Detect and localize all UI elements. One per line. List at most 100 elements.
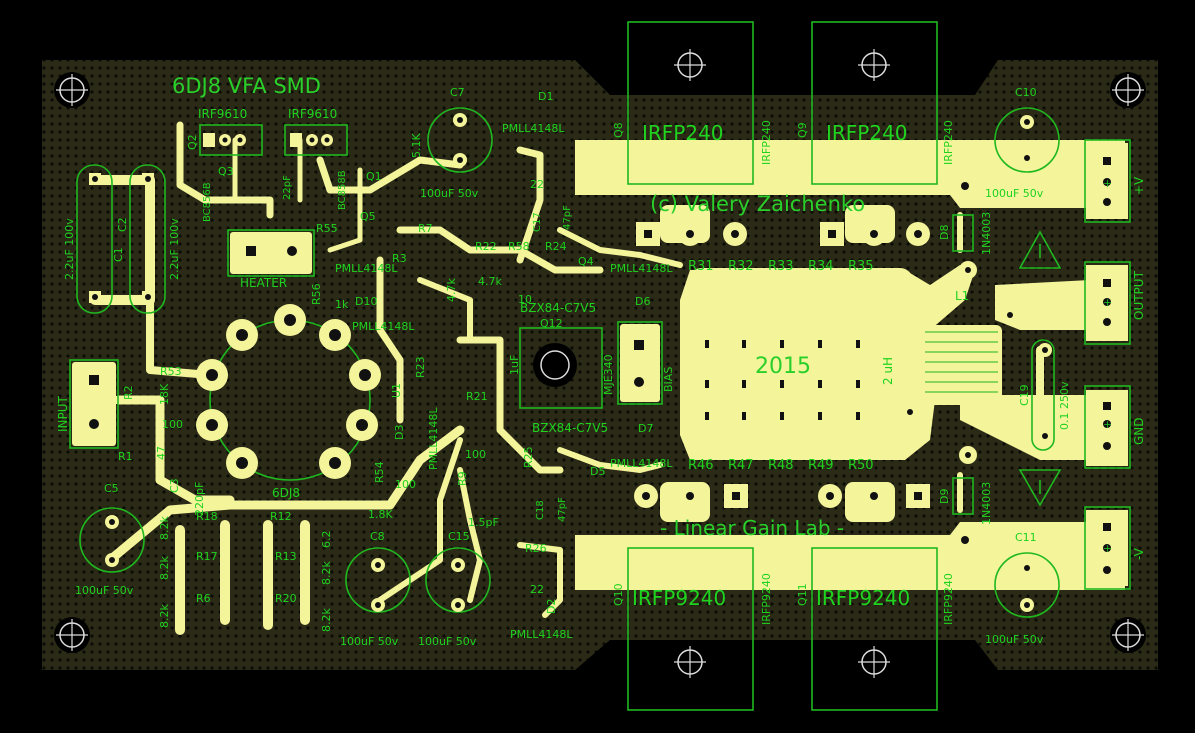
r20-ref: R20: [275, 592, 297, 605]
pmll-d1: PMLL4148L: [502, 122, 565, 135]
q8-side: IRFP240: [760, 120, 773, 165]
c7-value: 100uF 50v: [420, 187, 479, 200]
pmll-d2: PMLL4148L: [510, 628, 573, 641]
q11-type: IRFP9240: [816, 586, 910, 610]
res-r33: R33: [768, 259, 794, 274]
pmll-d6: PMLL4148L: [610, 262, 673, 275]
c7-ref: C7: [450, 86, 465, 99]
q2-type: IRF9610: [198, 107, 247, 121]
brand-text: - Linear Gain Lab -: [660, 516, 844, 540]
q11-ref: Q11: [796, 583, 809, 606]
res-r32: R32: [728, 259, 754, 274]
d3-ref: D3: [393, 425, 406, 440]
bias-label: BIAS: [662, 367, 675, 392]
c11-ref: C11: [1015, 531, 1037, 544]
q5-ref: Q5: [360, 210, 376, 223]
r24-ref: R24: [545, 240, 567, 253]
trace-layer: [90, 121, 1044, 635]
d10-ref: D10: [355, 295, 377, 308]
pmll-d7: PMLL4148L: [610, 457, 673, 470]
top-resistor-bank: R31 R32 R33 R34 R35: [688, 259, 874, 274]
svg-text:+: +: [1103, 177, 1112, 190]
c1-ref: C1: [112, 247, 125, 262]
q12-ref: Q12: [540, 317, 563, 330]
silk-outlines: [69, 21, 1131, 711]
copper-layer: [72, 140, 1128, 590]
svg-text:+: +: [1103, 542, 1112, 555]
r-18k-val: 1.8K: [368, 508, 393, 521]
q1-ref: Q1: [366, 170, 382, 183]
zener-bottom: BZX84-C7V5: [532, 421, 608, 435]
r18-ref: R18: [196, 510, 218, 523]
c15-value: 100uF 50v: [418, 635, 477, 648]
l1-value: 2 uH: [881, 357, 895, 385]
r53-value: 100: [162, 418, 183, 431]
r-22-a: 22: [530, 178, 544, 191]
r-82k-d: 8.2k: [320, 608, 333, 632]
r54-value: 100: [395, 478, 416, 491]
copyright-text: (c) Valery Zaichenko: [650, 192, 865, 216]
c16-value: 1uF: [508, 355, 521, 375]
res-r31: R31: [688, 259, 714, 274]
bc856b-a: BC856B: [202, 182, 213, 222]
c18-value: 47pF: [557, 497, 568, 522]
q9-side: IRFP240: [942, 120, 955, 165]
q11-side: IRFP9240: [942, 573, 955, 625]
q9-type: IRFP240: [826, 121, 908, 145]
r53-ref: R53: [160, 365, 182, 378]
d9-ref: D9: [938, 489, 951, 504]
r-82k-b: 8.2k: [158, 556, 171, 580]
r23-ref: R23: [414, 356, 427, 378]
d7-ref: D7: [638, 422, 653, 435]
pads-and-holes: [54, 47, 1146, 680]
q4-ref: Q4: [578, 255, 594, 268]
r2-ref: R2: [122, 385, 135, 400]
pmll-d3: PMLL4148L: [427, 407, 440, 470]
q10-ref: Q10: [612, 583, 625, 606]
r56-ref: R56: [310, 283, 323, 305]
tube-label: 6DJ8: [272, 486, 300, 500]
r-100-a: 100: [465, 448, 486, 461]
gnd-label: GND: [1132, 417, 1146, 445]
r9-ref: R9: [456, 471, 469, 486]
r54-ref: R54: [373, 461, 386, 483]
zener-top: BZX84-C7V5: [520, 301, 596, 315]
input-label: INPUT: [56, 395, 70, 432]
r-10-val: 10: [518, 293, 532, 306]
pmll-q5: PMLL4148L: [335, 262, 398, 275]
res-r35: R35: [848, 259, 874, 274]
c2-ref: C2: [116, 217, 129, 232]
c6-value: 1.5pF: [468, 516, 499, 529]
q2-ref: Q2: [186, 134, 199, 150]
d9-type: 1N4003: [980, 482, 993, 525]
q6-type: IRF9610: [288, 107, 337, 121]
c5-ref: C5: [104, 482, 119, 495]
svg-text:+: +: [1103, 296, 1112, 309]
d2-ref: D2: [545, 599, 558, 614]
r13-ref: R13: [275, 550, 297, 563]
r7-ref: R7: [418, 222, 433, 235]
vplus-label: +V: [1132, 176, 1146, 195]
c3-value: 220pF: [193, 482, 206, 516]
d8-type: 1N4003: [980, 212, 993, 255]
c19-value: 0.1 250v: [1058, 381, 1071, 430]
bc858b-a: BC858B: [337, 170, 348, 210]
r22-ref: R22: [475, 240, 497, 253]
l1-ref: L1: [955, 289, 969, 303]
c17-ref: C17: [532, 212, 543, 232]
d6-ref: D6: [635, 295, 650, 308]
res-r34: R34: [808, 259, 834, 274]
c10-ref: C10: [1015, 86, 1037, 99]
r-82k-a: 8.2k: [158, 604, 171, 628]
output-label: OUTPUT: [1132, 270, 1146, 320]
r55-ref: R55: [316, 222, 338, 235]
res-r50: R50: [848, 458, 874, 473]
c1-value: 2.2uF 100v: [63, 218, 76, 280]
r-51k-val: 5.1K: [410, 133, 423, 158]
c4-value: 22pF: [282, 175, 293, 200]
silk-text: 6DJ8 VFA SMD (c) Valery Zaichenko 2015 -…: [56, 74, 1146, 648]
board-title: 6DJ8 VFA SMD: [172, 74, 321, 98]
r12-ref: R12: [270, 510, 292, 523]
c19-ref: C19: [1018, 384, 1031, 406]
r58-ref: R58: [508, 240, 530, 253]
